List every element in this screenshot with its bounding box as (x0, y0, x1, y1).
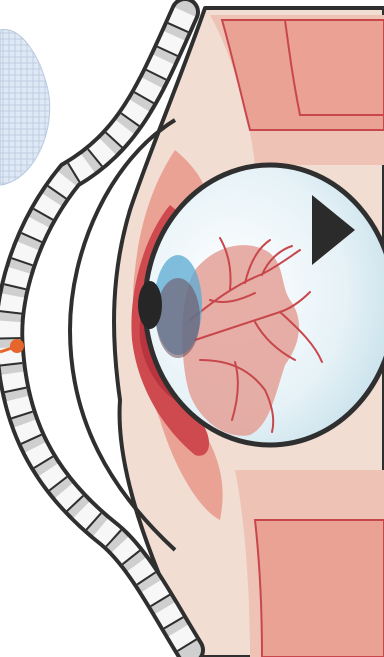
marker-dot (10, 339, 24, 353)
mesh-implant (0, 29, 50, 185)
pupil (138, 281, 162, 329)
